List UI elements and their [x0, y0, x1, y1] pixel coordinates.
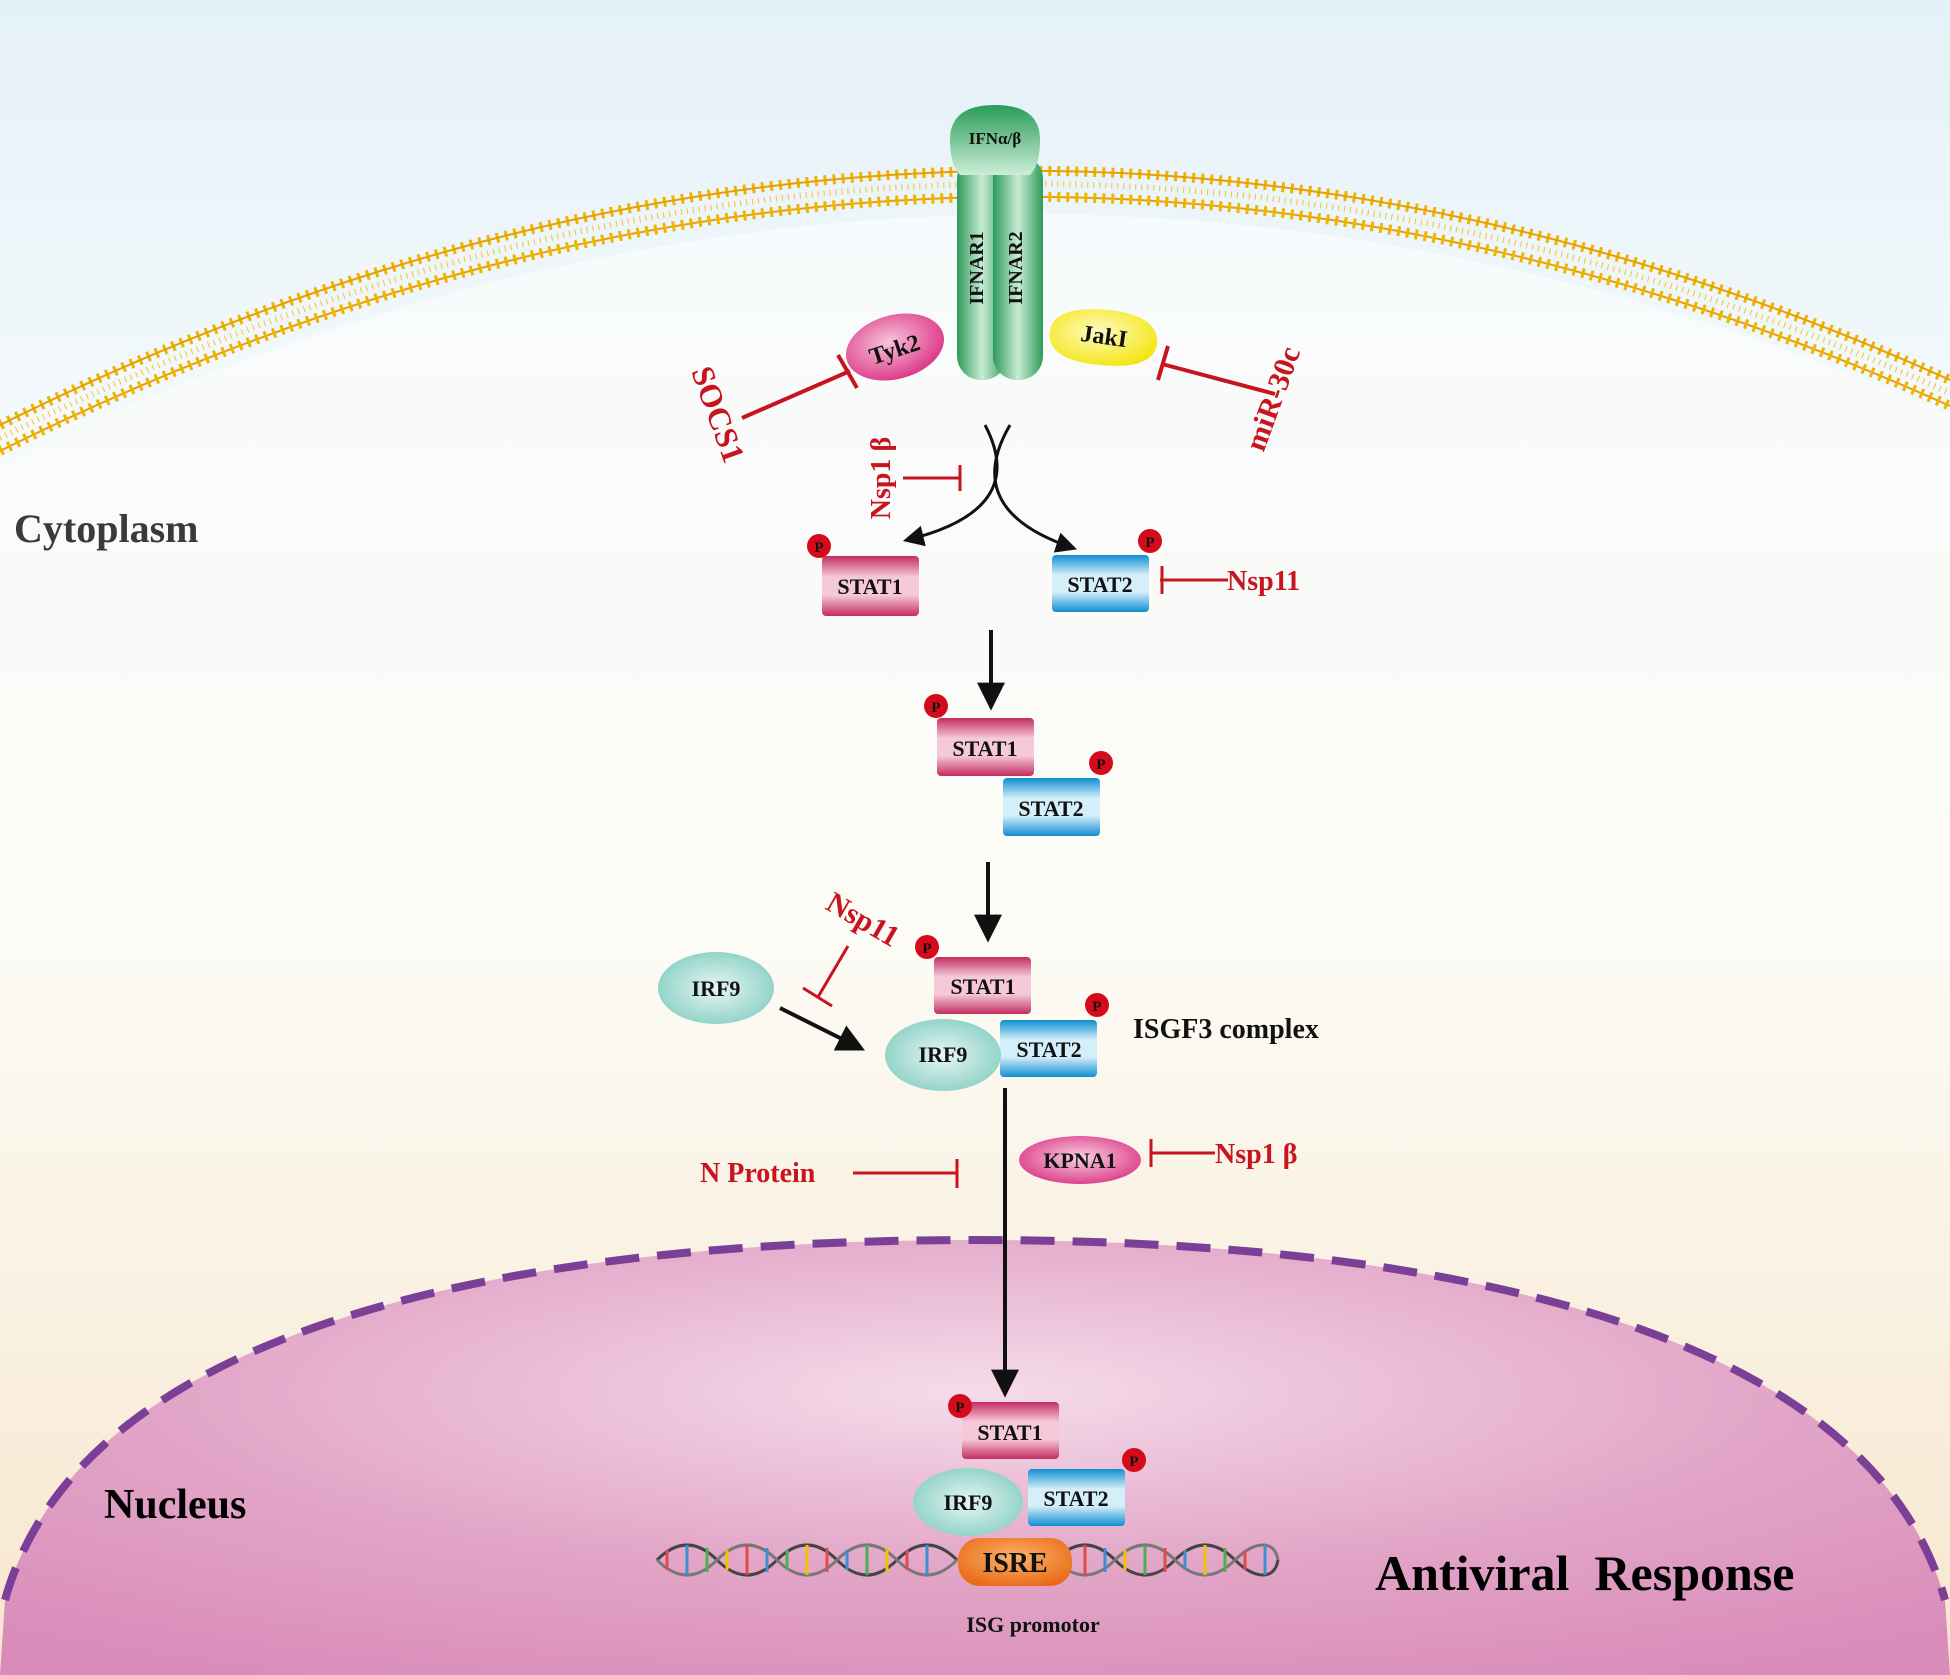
cytoplasm-label: Cytoplasm: [14, 506, 198, 551]
isre-label: ISRE: [982, 1548, 1047, 1579]
ifn-ligand: [950, 105, 1040, 175]
irf9-binding-arrow: [779, 1006, 866, 1051]
ifnar-receptor: IFNα/β IFNAR1 IFNAR2: [950, 105, 1043, 380]
kpna1-protein: [1019, 1136, 1141, 1184]
stat2-label: STAT2: [1067, 572, 1132, 597]
tyk2-kinase: [845, 313, 945, 381]
ifnar2-chain: [993, 155, 1043, 380]
stat1-label: STAT1: [952, 736, 1017, 761]
stat2-box: [1003, 778, 1100, 836]
stat1-box: [934, 957, 1031, 1014]
phospho-label: P: [814, 540, 823, 556]
stat2-box: [1052, 555, 1149, 612]
nucleus-envelope: [1, 1235, 1949, 1602]
nsp11-top-label: Nsp11: [1227, 566, 1300, 597]
phospho-marker: [1089, 751, 1113, 775]
isre-element: [958, 1538, 1072, 1586]
stat2-phosphorylated-1: STAT2 P: [1052, 529, 1162, 612]
phospho-label: P: [1129, 1454, 1138, 1470]
phospho-label: P: [955, 1400, 964, 1416]
irf9-label: IRF9: [919, 1042, 968, 1067]
ifnar1-label: IFNAR1: [966, 231, 988, 304]
phospho-marker: [1085, 993, 1109, 1017]
nucleus-label: Nucleus: [104, 1482, 246, 1528]
ifn-ligand-label: IFNα/β: [969, 129, 1021, 148]
stat2-label: STAT2: [1018, 796, 1083, 821]
stat2-box: [1000, 1020, 1097, 1077]
stat1-box: [937, 718, 1034, 776]
nuclear-isgf3-complex: STAT1 P STAT2 P IRF9: [913, 1394, 1146, 1536]
stat2-box: [1028, 1469, 1125, 1526]
nsp11-mid-inhibition-bar: [802, 986, 833, 1008]
irf9-bound: [913, 1468, 1023, 1536]
nsp1b-top-label: Nsp1 β: [866, 437, 897, 519]
isgf3-complex-label: ISGF3 complex: [1133, 1014, 1319, 1045]
kpna1-label: KPNA1: [1043, 1148, 1116, 1173]
stat1-phosphorylated-1: STAT1 P: [807, 534, 919, 616]
stat1-label: STAT1: [837, 574, 902, 599]
phospho-marker: [948, 1394, 972, 1418]
phospho-label: P: [1145, 535, 1154, 551]
phospho-label: P: [922, 941, 931, 957]
socs1-inhibition-line: [741, 369, 851, 420]
isgf3-complex: STAT1 P STAT2 P IRF9: [885, 935, 1109, 1091]
stat1-activation-arrow: [902, 424, 999, 547]
stat2-label: STAT2: [1043, 1486, 1108, 1511]
stat2-activation-arrow: [993, 424, 1077, 553]
ifnar2-label: IFNAR2: [1005, 231, 1027, 304]
stat1-label: STAT1: [977, 1420, 1042, 1445]
irf9-label: IRF9: [944, 1490, 993, 1515]
antiviral-response-label: Antiviral Response: [1375, 1545, 1794, 1601]
stat2-label: STAT2: [1016, 1037, 1081, 1062]
jak1-kinase: [1049, 309, 1158, 366]
nsp11-mid-inhibition-line: [816, 945, 850, 998]
stat1-box: [822, 556, 919, 616]
phospho-label: P: [1096, 757, 1105, 773]
stat1-label: STAT1: [950, 974, 1015, 999]
phospho-marker: [1122, 1448, 1146, 1472]
phospho-label: P: [1092, 999, 1101, 1015]
phospho-marker: [807, 534, 831, 558]
phospho-marker: [915, 935, 939, 959]
jak1-label: JakI: [1079, 321, 1129, 353]
socs1-inhibition-bar: [836, 354, 859, 389]
phospho-marker: [924, 694, 948, 718]
isg-promotor-label: ISG promotor: [966, 1612, 1100, 1637]
mir30c-inhibition-line: [1161, 362, 1276, 396]
stat-dimer: STAT1 P STAT2 P: [924, 694, 1113, 836]
phospho-marker: [1138, 529, 1162, 553]
irf9-bound: [885, 1019, 1001, 1091]
irf9-label: IRF9: [692, 976, 741, 1001]
stat1-box: [962, 1402, 1059, 1459]
nsp1b-bottom-label: Nsp1 β: [1215, 1139, 1297, 1170]
n-protein-label: N Protein: [700, 1158, 816, 1189]
mir30c-inhibition-bar: [1156, 345, 1170, 381]
phospho-label: P: [931, 700, 940, 716]
irf9-free: [658, 952, 774, 1024]
